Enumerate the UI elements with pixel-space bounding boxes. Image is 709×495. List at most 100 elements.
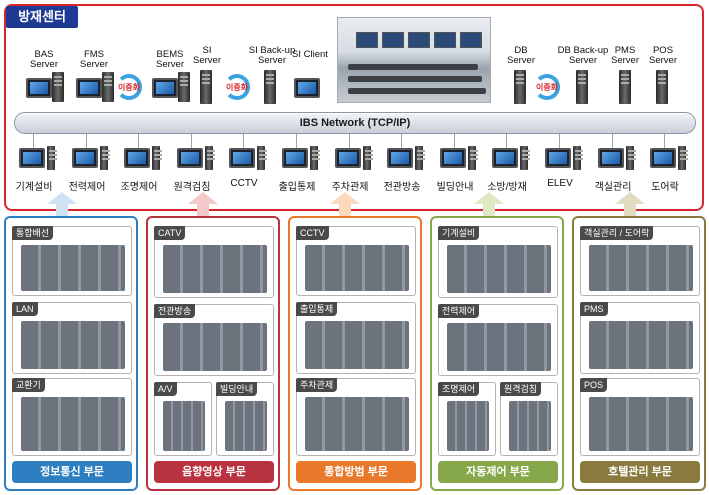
- server-label: SI Client: [292, 49, 328, 60]
- client-label: 기계설비: [15, 182, 53, 193]
- subsystem-box: CATV: [154, 226, 274, 298]
- client-label: 조명제어: [120, 182, 158, 193]
- subsystem-label: CCTV: [296, 226, 329, 240]
- subsystem-box: PMS: [580, 302, 700, 374]
- redundancy-arrows-icon: [224, 74, 250, 100]
- client-label: 출입통제: [278, 182, 316, 193]
- server-tower-icon: [102, 72, 114, 102]
- server-label: BEMS Server: [156, 49, 184, 70]
- server-tower-icon: [200, 70, 212, 104]
- redundancy-arrows-icon: [116, 74, 142, 100]
- department-label: 정보통신 부문: [12, 461, 132, 483]
- department-label: 음향영상 부문: [154, 461, 274, 483]
- workstation-tower-icon: [257, 146, 267, 170]
- department-label: 호텔관리 부문: [580, 461, 700, 483]
- client-label: 객실관리: [594, 182, 632, 193]
- network-drop-line: [296, 134, 297, 148]
- workstation-monitor-icon: [598, 148, 624, 168]
- client-label: 전력제어: [68, 182, 106, 193]
- subsystem-box: LAN: [12, 302, 132, 374]
- workstation-tower-icon: [520, 146, 530, 170]
- workstation-monitor-icon: [72, 148, 98, 168]
- workstation-monitor-icon: [177, 148, 203, 168]
- equipment-illustration: [163, 245, 267, 293]
- subsystem-label: 기계설비: [438, 226, 480, 240]
- client-label: 주차관제: [331, 182, 369, 193]
- server-label: PMS Server: [611, 45, 639, 66]
- network-drop-line: [138, 134, 139, 148]
- server-tower-icon: [619, 70, 631, 104]
- server-pos: POS Server: [646, 46, 680, 66]
- subsystem-label: 전관방송: [154, 304, 196, 318]
- subsystem-label: 원격검침: [500, 382, 542, 396]
- network-drop-line: [559, 134, 560, 148]
- equipment-illustration: [21, 321, 125, 369]
- subsystem-label: LAN: [12, 302, 38, 316]
- server-label: DB Back-up Server: [557, 45, 609, 66]
- subsystem-box: 통합배선: [12, 226, 132, 296]
- up-arrow-icon: [615, 192, 645, 218]
- subsystem-box: 전력제어: [438, 304, 558, 376]
- subsystem-label: 교환기: [12, 378, 45, 392]
- server-tower-icon: [52, 72, 64, 102]
- subsystem-label: 전력제어: [438, 304, 480, 318]
- server-label: BAS Server: [30, 49, 58, 70]
- workstation-monitor-icon: [19, 148, 45, 168]
- server-fms: FMS Server: [74, 50, 114, 70]
- equipment-illustration: [163, 323, 267, 371]
- subsystem-box: 교환기: [12, 378, 132, 456]
- subsystem-label: 출입통제: [296, 302, 338, 316]
- server-bems: BEMS Server: [150, 50, 190, 70]
- up-arrow-icon: [330, 192, 360, 218]
- equipment-illustration: [447, 401, 489, 451]
- redundancy-arrows-icon: [534, 74, 560, 100]
- subsystem-label: POS: [580, 378, 608, 392]
- up-arrow-icon: [474, 192, 504, 218]
- department-label: 자동제어 부문: [438, 461, 558, 483]
- equipment-illustration: [305, 397, 409, 451]
- workstation-monitor-icon: [387, 148, 413, 168]
- subsystem-label: 조명제어: [438, 382, 480, 396]
- subsystem-box: A/V: [154, 382, 212, 456]
- server-label: POS Server: [649, 45, 677, 66]
- client-label: 전관방송: [383, 182, 421, 193]
- workstation-monitor-icon: [229, 148, 255, 168]
- equipment-illustration: [589, 397, 693, 451]
- workstation-tower-icon: [626, 146, 636, 170]
- equipment-illustration: [163, 401, 205, 451]
- server-bas: BAS Server: [16, 50, 72, 70]
- subsystem-label: CATV: [154, 226, 186, 240]
- workstation-monitor-icon: [282, 148, 308, 168]
- subsystem-label: 빌딩안내: [216, 382, 258, 396]
- up-arrow-icon: [47, 192, 77, 218]
- client-label: 원격검침: [173, 182, 211, 193]
- network-drop-line: [191, 134, 192, 148]
- redundancy-label: 이중화: [118, 83, 141, 92]
- server-tower-icon: [264, 70, 276, 104]
- server-tower-icon: [178, 72, 190, 102]
- workstation-tower-icon: [363, 146, 373, 170]
- client-label: 도어락: [651, 182, 679, 193]
- server-si-backup: SI Back-up Server: [244, 46, 300, 66]
- equipment-illustration: [305, 245, 409, 291]
- workstation-tower-icon: [678, 146, 688, 170]
- workstation-monitor-icon: [492, 148, 518, 168]
- client-label: 소방/방재: [487, 182, 527, 193]
- network-drop-line: [612, 134, 613, 148]
- monitor-icon: [76, 78, 102, 98]
- workstation-tower-icon: [310, 146, 320, 170]
- server-pms: PMS Server: [610, 46, 640, 66]
- equipment-illustration: [305, 321, 409, 369]
- server-si: SI Server: [190, 46, 224, 66]
- redundancy-label: 이중화: [226, 83, 249, 92]
- subsystem-label: A/V: [154, 382, 177, 396]
- subsystem-box: POS: [580, 378, 700, 456]
- subsystem-box: 전관방송: [154, 304, 274, 376]
- redundancy-label: 이중화: [536, 83, 559, 92]
- equipment-illustration: [225, 401, 267, 451]
- workstation-tower-icon: [205, 146, 215, 170]
